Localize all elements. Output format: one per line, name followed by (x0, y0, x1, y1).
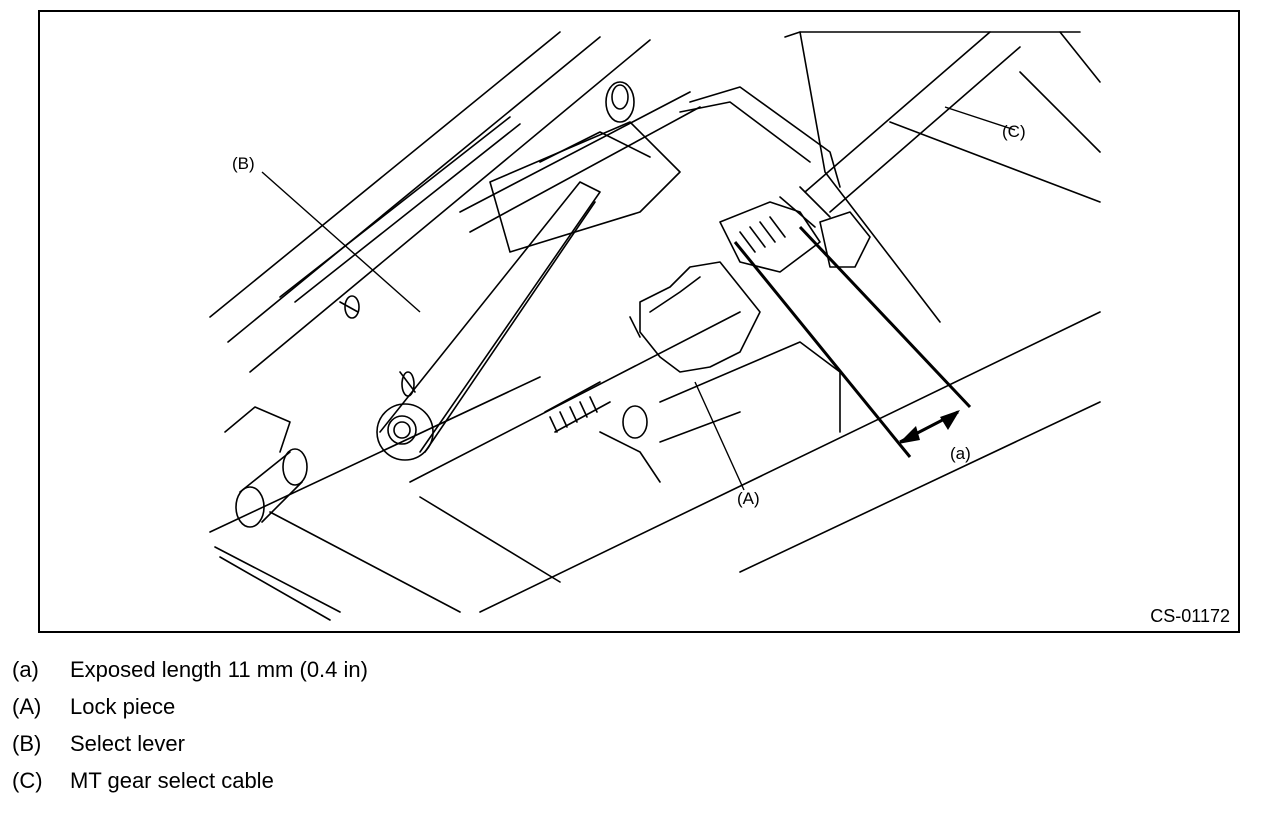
legend-key: (C) (12, 768, 43, 793)
figure-frame: (B) (C) (A) (a) CS-01172 (38, 10, 1240, 633)
legend-text: Select lever (70, 731, 185, 756)
legend-key: (a) (12, 657, 39, 682)
legend-text: Exposed length 11 mm (0.4 in) (70, 657, 368, 682)
figure-id: CS-01172 (1150, 606, 1230, 626)
legend-text: Lock piece (70, 694, 176, 719)
callout-a-upper-label: (A) (737, 489, 760, 508)
callout-c-label: (C) (1002, 122, 1026, 141)
callout-b-label: (B) (232, 154, 255, 173)
line-drawing: (B) (C) (A) (a) (209, 31, 1101, 621)
legend-text: MT gear select cable (70, 768, 274, 793)
callout-a-lower-label: (a) (950, 444, 971, 463)
legend-key: (B) (12, 731, 42, 756)
legend-key: (A) (12, 694, 42, 719)
